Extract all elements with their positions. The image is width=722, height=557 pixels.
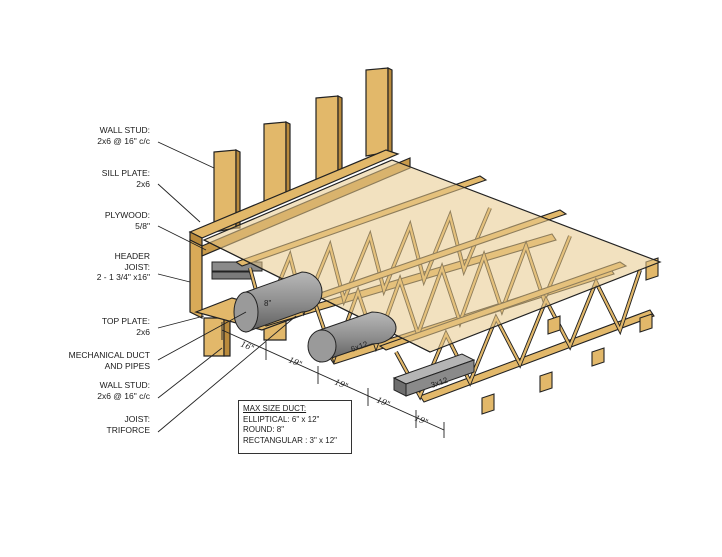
wall-stud-lower <box>203 317 287 357</box>
joist-label: JOIST: TRIFORCE <box>106 414 150 435</box>
dimension-label: 19" <box>287 356 303 370</box>
dimension-label: 19" <box>375 396 391 410</box>
max-size-round: ROUND: 8" <box>243 425 285 434</box>
max-size-rectangular: RECTANGULAR : 3" x 12" <box>243 435 337 445</box>
wall-stud-top-label: WALL STUD: 2x6 @ 16" c/c <box>97 125 150 146</box>
plywood-label: PLYWOOD: 5/8" <box>104 210 150 231</box>
dimension-label: 16" <box>239 340 255 354</box>
sill-plate-label: SILL PLATE: 2x6 <box>101 168 150 189</box>
top-plate-label: TOP PLATE: 2x6 <box>101 316 150 337</box>
dimension-label: 19" <box>333 378 349 392</box>
wall-studs-upper <box>213 67 393 233</box>
max-size-duct-box: MAX SIZE DUCT: ELLIPTICAL: 6" x 12" ROUN… <box>238 400 352 454</box>
header-joist-label: HEADER JOIST: 2 - 1 3/4" x16" <box>96 251 150 282</box>
leader-lines <box>157 141 297 433</box>
max-size-elliptical: ELLIPTICAL: 6" x 12" <box>243 414 320 424</box>
max-size-duct-title: MAX SIZE DUCT: <box>243 404 307 413</box>
elliptical-duct <box>307 311 397 363</box>
wall-stud-bottom-label: WALL STUD: 2x6 @ 16" c/c <box>97 380 150 401</box>
round-duct-label: 8" <box>264 299 271 308</box>
mechanical-label: MECHANICAL DUCT AND PIPES <box>68 350 150 371</box>
rectangular-duct <box>392 353 476 397</box>
